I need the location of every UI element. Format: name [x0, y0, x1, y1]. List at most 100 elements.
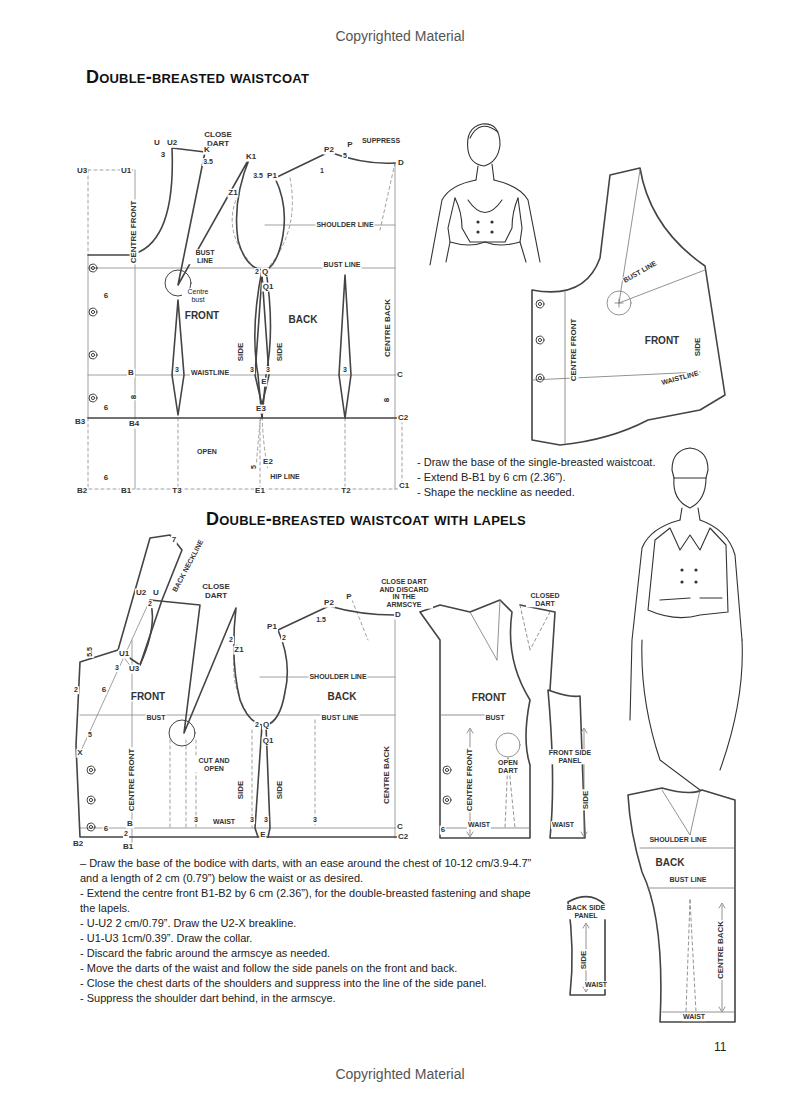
page-title: Double-breasted waistcoat — [86, 68, 309, 88]
instruction-note: - Draw the base of the single-breasted w… — [417, 455, 757, 470]
part-label: BUST LINE — [189, 249, 221, 264]
dimension-number: 2 — [281, 634, 287, 642]
part-label: BACK — [327, 691, 358, 702]
part-label: BACK — [288, 314, 319, 325]
part-label: WAISTLINE — [660, 369, 701, 387]
point-label: P — [345, 593, 352, 602]
point-label: T2 — [340, 487, 351, 496]
part-label: CENTRE BACK — [383, 745, 392, 805]
instruction-note: - Move the darts of the waist and follow… — [80, 961, 545, 976]
part-label: Double-breasted waistcoat with lapels — [86, 510, 646, 530]
point-label: E2 — [262, 458, 274, 467]
dimension-number: 2 — [73, 686, 79, 694]
point-label: Q1 — [262, 737, 275, 746]
part-label: OPEN DART — [491, 759, 525, 774]
dimension-number: 5 — [87, 731, 93, 739]
part-label: WAISTLINE — [190, 369, 230, 377]
part-label: SHOULDER LINE — [308, 673, 367, 681]
dimension-number: 5.5 — [86, 646, 94, 658]
dimension-number: 2 — [228, 636, 234, 644]
point-label: Q — [262, 721, 270, 730]
part-label: SIDE — [237, 780, 246, 801]
part-label: SIDE — [276, 342, 285, 363]
part-label: CLOSE DART AND DISCARD IN THE ARMSCYE — [375, 578, 433, 609]
dimension-number: 3 — [160, 151, 166, 160]
point-label: B2 — [76, 487, 88, 496]
part-label: SHOULDER LINE — [648, 836, 707, 844]
point-label: Q1 — [262, 283, 275, 292]
point-label: C — [396, 371, 404, 380]
point-label: E3 — [255, 405, 267, 414]
point-label: E — [260, 378, 267, 387]
instruction-note: - U-U2 2 cm/0.79”. Draw the U2-X breakli… — [80, 916, 545, 931]
dimension-number: 3 — [265, 366, 271, 374]
dimension-number: 6 — [103, 292, 109, 301]
dimension-number: 6 — [103, 474, 109, 483]
point-label: Q — [261, 268, 269, 277]
dimension-number: 2 — [254, 721, 260, 729]
dimension-number: 5 — [250, 464, 258, 470]
dimension-number: 2 — [123, 830, 129, 838]
point-label: K1 — [245, 153, 257, 162]
part-label: SHOULDER LINE — [315, 221, 374, 229]
point-label: B — [127, 369, 135, 378]
watermark: Copyrighted Material — [335, 1067, 464, 1082]
instruction-note: - Extend B-B1 by 6 cm (2.36”). — [417, 470, 757, 485]
part-label: SIDE — [694, 337, 703, 358]
dimension-number: 3.5 — [252, 172, 264, 180]
point-label: U1 — [118, 650, 130, 659]
instruction-note: - Discard the fabric around the armscye … — [80, 946, 545, 961]
point-label: P1 — [266, 172, 278, 181]
part-label: SUPPRESS — [361, 137, 401, 145]
part-label: BUST LINE — [323, 261, 362, 269]
dimension-number: 7 — [171, 536, 177, 545]
dimension-number: 6 — [103, 825, 109, 834]
point-label: C2 — [397, 833, 409, 842]
point-label: B1 — [120, 487, 132, 496]
dimension-number: 1 — [319, 167, 325, 175]
dimension-number: 3 — [174, 366, 180, 374]
part-label: BACK SIDE PANEL — [565, 904, 607, 919]
dimension-number: 3 — [114, 664, 120, 672]
dimension-number: 8 — [130, 394, 139, 400]
point-label: B2 — [72, 840, 84, 849]
point-label: C2 — [397, 414, 409, 423]
point-label: P2 — [323, 146, 335, 155]
point-label: Z1 — [227, 189, 238, 198]
point-label: P — [346, 141, 353, 150]
instruction-note: - Extend the centre front B1-B2 by 6 cm … — [80, 886, 545, 916]
part-label: BUST — [145, 714, 166, 722]
part-label: BACK — [655, 857, 686, 868]
part-label: SIDE — [276, 780, 285, 801]
part-label: CENTRE FRONT — [466, 748, 475, 813]
dimension-number: 3 — [193, 816, 199, 824]
dimension-number: 6 — [103, 404, 109, 413]
part-label: FRONT — [471, 692, 507, 703]
dimension-number: 2 — [147, 600, 153, 608]
part-label: FRONT SIDE PANEL — [547, 749, 593, 764]
point-label: C — [396, 823, 404, 832]
part-label: CLOSE DART — [197, 583, 235, 601]
dimension-number: 3 — [249, 366, 255, 374]
point-label: K — [203, 146, 211, 155]
point-label: U — [153, 139, 161, 148]
instruction-note: - Close the chest darts of the shoulders… — [80, 976, 545, 991]
instruction-note: – Draw the base of the bodice with darts… — [80, 856, 545, 886]
part-label: CENTRE BACK — [717, 920, 726, 980]
part-label: CUT AND OPEN — [192, 757, 236, 772]
part-label: SIDE — [237, 342, 246, 363]
instruction-notes: - Draw the base of the single-breasted w… — [417, 455, 757, 500]
point-label: T3 — [171, 487, 182, 496]
instruction-note: - Shape the neckline as needed. — [417, 485, 757, 500]
dimension-number: 6 — [101, 686, 107, 695]
part-label: FRONT — [130, 691, 166, 702]
part-label: SIDE — [580, 950, 589, 971]
part-label: Centre bust — [182, 288, 214, 303]
point-label: B4 — [128, 420, 140, 429]
part-label: FRONT — [644, 335, 680, 346]
point-label: P1 — [266, 623, 278, 632]
dimension-number: 3 — [312, 816, 318, 824]
dimension-number: 3 — [342, 366, 348, 374]
part-label: HIP LINE — [269, 473, 300, 481]
dimension-number: 1.5 — [315, 616, 327, 624]
